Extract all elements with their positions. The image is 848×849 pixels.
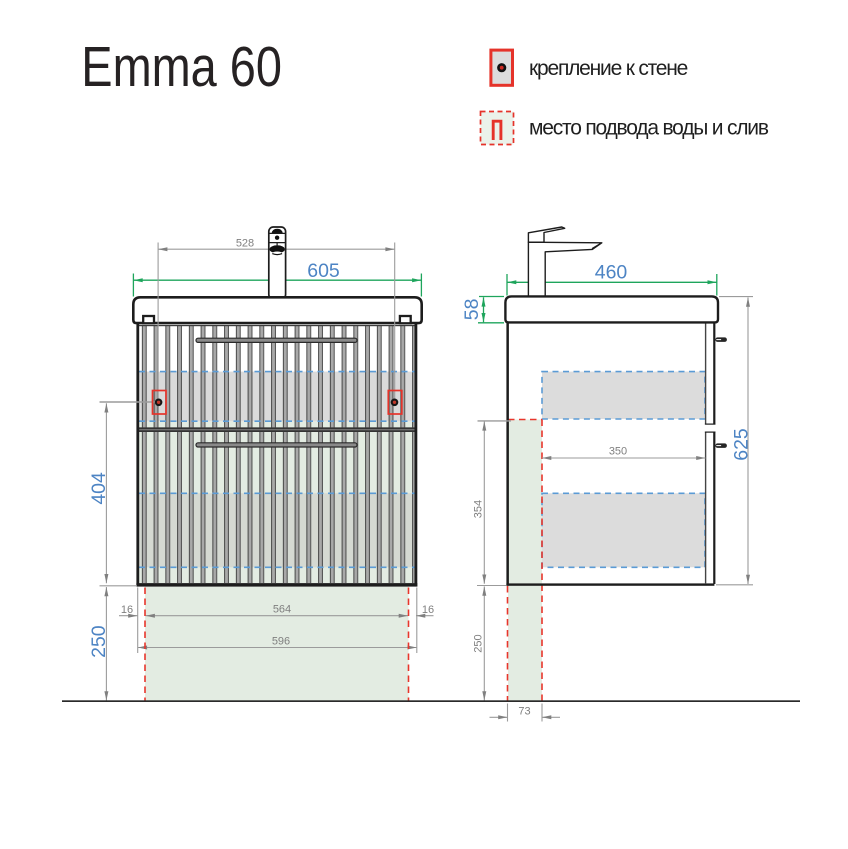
svg-text:564: 564 [273, 604, 291, 616]
svg-text:16: 16 [422, 604, 434, 616]
svg-text:460: 460 [595, 262, 628, 284]
svg-text:крепление к стене: крепление к стене [529, 57, 688, 80]
svg-text:404: 404 [88, 472, 110, 505]
svg-text:605: 605 [307, 260, 340, 282]
svg-text:250: 250 [473, 634, 485, 652]
svg-text:528: 528 [236, 237, 254, 249]
svg-text:250: 250 [88, 625, 110, 658]
svg-text:354: 354 [473, 500, 485, 518]
svg-text:596: 596 [272, 636, 290, 648]
svg-text:16: 16 [121, 604, 133, 616]
svg-text:Emma 60: Emma 60 [81, 36, 282, 99]
svg-text:73: 73 [518, 706, 530, 718]
svg-text:350: 350 [609, 446, 627, 458]
svg-text:58: 58 [461, 299, 483, 321]
svg-text:625: 625 [731, 428, 753, 461]
svg-text:место подвода воды и слив: место подвода воды и слив [529, 117, 769, 140]
